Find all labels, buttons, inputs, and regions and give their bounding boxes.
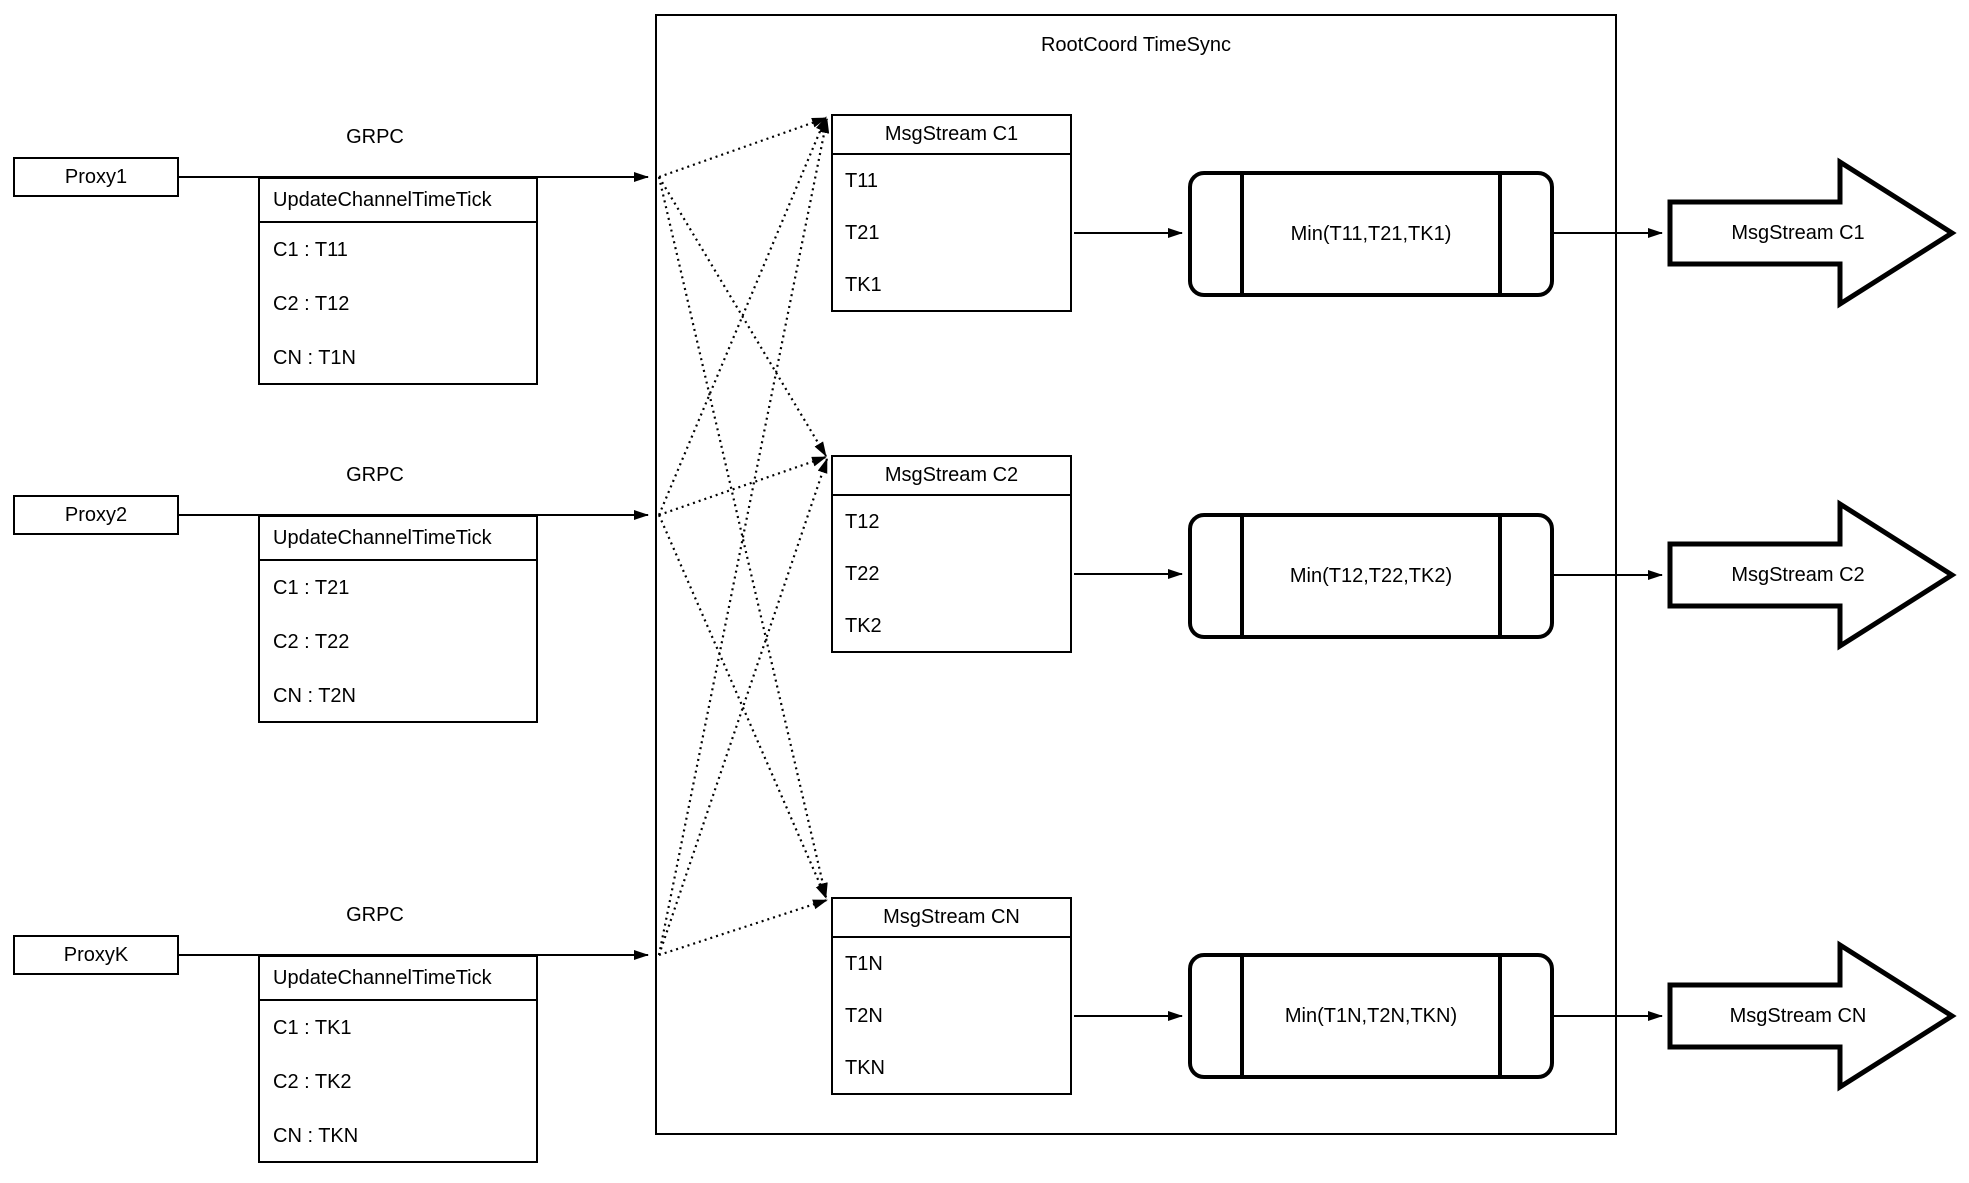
proxy2-label: Proxy2 — [64, 503, 128, 526]
timetick-fanout-arrows — [657, 116, 830, 957]
proxy1-label: Proxy1 — [64, 165, 128, 188]
timetick-table-title: UpdateChannelTimeTick — [260, 517, 536, 561]
output-arrow-label-c1: MsgStream C1 — [1731, 222, 1865, 244]
timetick-table-proxy2: UpdateChannelTimeTick C1 : T21 C2 : T22 … — [258, 515, 538, 723]
msgstream-table-title: MsgStream C2 — [833, 457, 1070, 496]
msgstream-table-c1: MsgStream C1 T11 T21 TK1 — [831, 114, 1072, 312]
min-node-c2 — [1188, 513, 1554, 639]
msgstream-table-title: MsgStream CN — [833, 899, 1070, 938]
output-arrow-label-cn: MsgStream CN — [1729, 1005, 1867, 1027]
timetick-table-proxyk: UpdateChannelTimeTick C1 : TK1 C2 : TK2 … — [258, 955, 538, 1163]
proxy2-node: Proxy2 — [13, 495, 179, 535]
msgstream-row: T21 — [845, 221, 880, 244]
msgstream-row: T2N — [845, 1004, 883, 1027]
msgstream-table-title: MsgStream C1 — [833, 116, 1070, 155]
timetick-row: CN : T2N — [273, 684, 356, 707]
timetick-row: CN : T1N — [273, 346, 356, 369]
min-label-c2: Min(T12,T22,TK2) — [1289, 565, 1453, 587]
output-arrow-c2 — [1667, 499, 1957, 651]
proxy1-node: Proxy1 — [13, 157, 179, 197]
timetick-row: C1 : TK1 — [273, 1016, 352, 1039]
msgstream-row: TKN — [845, 1056, 885, 1079]
msgstream-row: T22 — [845, 562, 880, 585]
min-node-c1 — [1188, 171, 1554, 297]
output-arrow-cn — [1667, 940, 1957, 1092]
timetick-row: C1 : T11 — [273, 238, 348, 261]
timetick-row: C1 : T21 — [273, 576, 350, 599]
min-label-cn: Min(T1N,T2N,TKN) — [1284, 1005, 1458, 1027]
grpc-label-3: GRPC — [346, 904, 404, 926]
proxyk-node: ProxyK — [13, 935, 179, 975]
min-to-output-connectors — [1554, 228, 1663, 1021]
timetick-row: C2 : T12 — [273, 292, 350, 315]
grpc-label-2: GRPC — [346, 464, 404, 486]
msgstream-row: T1N — [845, 952, 883, 975]
timetick-table-title: UpdateChannelTimeTick — [260, 179, 536, 223]
output-arrow-label-c2: MsgStream C2 — [1731, 564, 1865, 586]
rootcoord-timesync-title: RootCoord TimeSync — [1040, 34, 1232, 56]
output-arrow-c1 — [1667, 157, 1957, 309]
msgstream-row: TK2 — [845, 614, 882, 637]
timetick-table-proxy1: UpdateChannelTimeTick C1 : T11 C2 : T12 … — [258, 177, 538, 385]
proxyk-label: ProxyK — [63, 943, 129, 966]
timetick-row: CN : TKN — [273, 1124, 359, 1147]
timetick-row: C2 : T22 — [273, 630, 350, 653]
msgstream-table-c2: MsgStream C2 T12 T22 TK2 — [831, 455, 1072, 653]
timetick-row: C2 : TK2 — [273, 1070, 352, 1093]
msgstream-table-cn: MsgStream CN T1N T2N TKN — [831, 897, 1072, 1095]
msgstream-row: T12 — [845, 510, 880, 533]
msgstream-row: TK1 — [845, 273, 882, 296]
grpc-label-1: GRPC — [346, 126, 404, 148]
stream-to-min-connectors — [1074, 228, 1183, 1021]
msgstream-row: T11 — [845, 169, 878, 192]
timetick-table-title: UpdateChannelTimeTick — [260, 957, 536, 1001]
min-node-cn — [1188, 953, 1554, 1079]
min-label-c1: Min(T11,T21,TK1) — [1290, 223, 1452, 245]
